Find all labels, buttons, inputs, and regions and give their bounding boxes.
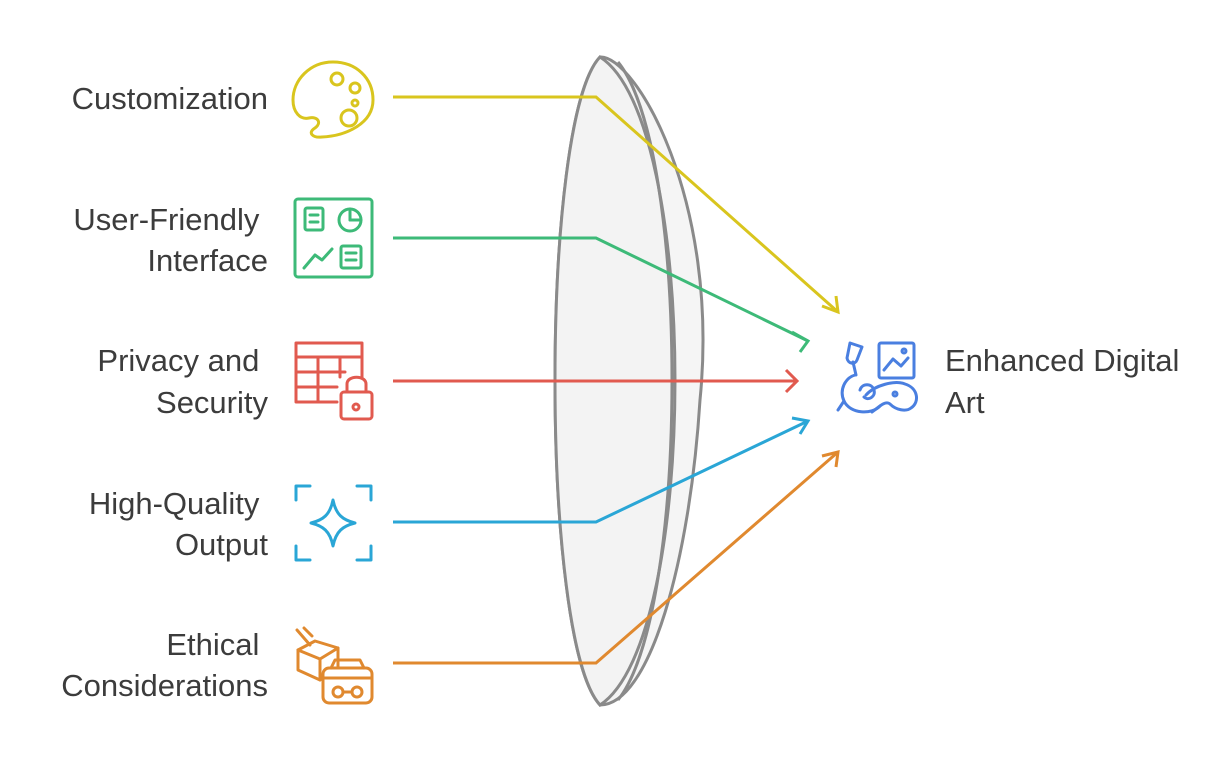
connector-high-quality-output: [393, 416, 811, 524]
connector-user-friendly-interface: [393, 236, 811, 353]
label-privacy-and-security: Privacy and Security: [97, 343, 268, 420]
label-customization: Customization: [72, 81, 268, 116]
connector-ethical-considerations: [393, 450, 840, 665]
sparkle-frame-icon: [294, 484, 373, 562]
digital-art-icon: [836, 341, 918, 414]
locked-table-icon: [294, 341, 374, 421]
input-labels: Customization User-Friendly Interface Pr…: [61, 81, 268, 703]
label-enhanced-digital-art: Enhanced Digital Art: [945, 343, 1188, 420]
connector-privacy-and-security: [393, 368, 800, 394]
connectors: [393, 95, 840, 665]
label-ethical-considerations: Ethical Considerations: [61, 627, 268, 703]
dashboard-icon: [293, 197, 374, 279]
connector-customization: [393, 95, 840, 315]
label-high-quality-output: High-Quality Output: [89, 486, 269, 562]
palette-icon: [291, 60, 375, 139]
label-user-friendly-interface: User-Friendly Interface: [73, 202, 268, 278]
vr-box-icon: [295, 626, 374, 705]
